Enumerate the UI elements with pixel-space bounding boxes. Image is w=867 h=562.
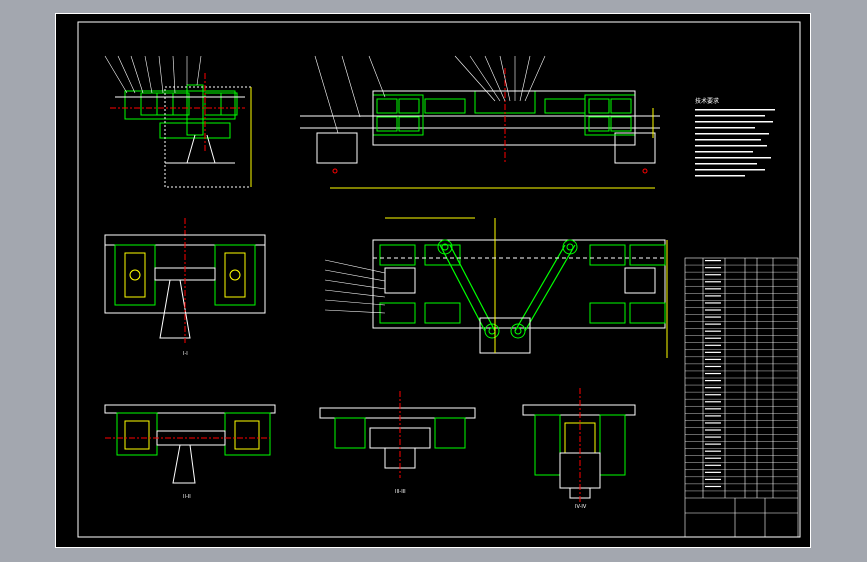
parts-row-entry [705, 436, 721, 438]
parts-row-entry [705, 267, 721, 269]
notes-heading: 技术要求 [695, 97, 719, 105]
section-label-4: IV-IV [575, 504, 587, 510]
parts-row-entry [705, 450, 721, 452]
parts-list-rows [685, 260, 798, 492]
section-view-2 [104, 404, 276, 484]
technical-notes: 技术要求 [695, 97, 775, 177]
parts-row-entry [705, 443, 721, 445]
parts-row-entry [705, 344, 721, 346]
parts-row-entry [705, 380, 721, 382]
parts-row-entry [705, 408, 721, 410]
parts-row-entry [705, 365, 721, 368]
parts-row-entry [705, 337, 721, 339]
parts-row-entry [705, 415, 721, 417]
parts-row-entry [705, 281, 721, 283]
parts-row-entry [705, 429, 721, 431]
parts-row-entry [705, 302, 721, 304]
parts-row-entry [705, 401, 721, 403]
parts-row-entry [705, 485, 721, 488]
parts-row-entry [705, 372, 721, 375]
parts-row-entry [705, 295, 721, 297]
parts-list-table [684, 257, 799, 538]
parts-row-entry [705, 358, 721, 361]
section-label-2: II-II [183, 494, 191, 500]
inner-frame [77, 21, 801, 538]
parts-row-entry [705, 464, 721, 466]
leaders-top-main [314, 55, 546, 134]
section-view-4 [522, 388, 636, 503]
parts-row-entry [705, 323, 721, 325]
section-view-3 [319, 391, 476, 478]
parts-row-entry [705, 274, 721, 276]
section-label-3: III-III [395, 489, 406, 495]
parts-row-entry [705, 316, 721, 318]
outer-border [55, 13, 811, 548]
leaders-top-left [104, 55, 202, 94]
drawing-canvas[interactable]: 技术要求 I-I [55, 13, 811, 548]
parts-row-entry [705, 478, 721, 481]
section-view-1 [104, 218, 266, 343]
parts-row-entry [705, 471, 721, 473]
drawing-svg: 技术要求 I-I [55, 13, 811, 548]
parts-row-entry [705, 330, 721, 332]
parts-row-entry [705, 394, 721, 396]
leaders-plan [324, 259, 386, 314]
parts-row-entry [705, 309, 721, 311]
parts-row-entry [705, 457, 721, 459]
parts-row-entry [705, 288, 721, 290]
parts-row-entry [705, 422, 721, 424]
section-label-1: I-I [183, 351, 188, 357]
parts-row-entry [705, 351, 721, 353]
plan-view [372, 217, 668, 358]
parts-row-entry [705, 387, 721, 389]
parts-row-entry [705, 260, 721, 262]
view-top-main [300, 68, 660, 189]
view-top-left [110, 73, 252, 188]
